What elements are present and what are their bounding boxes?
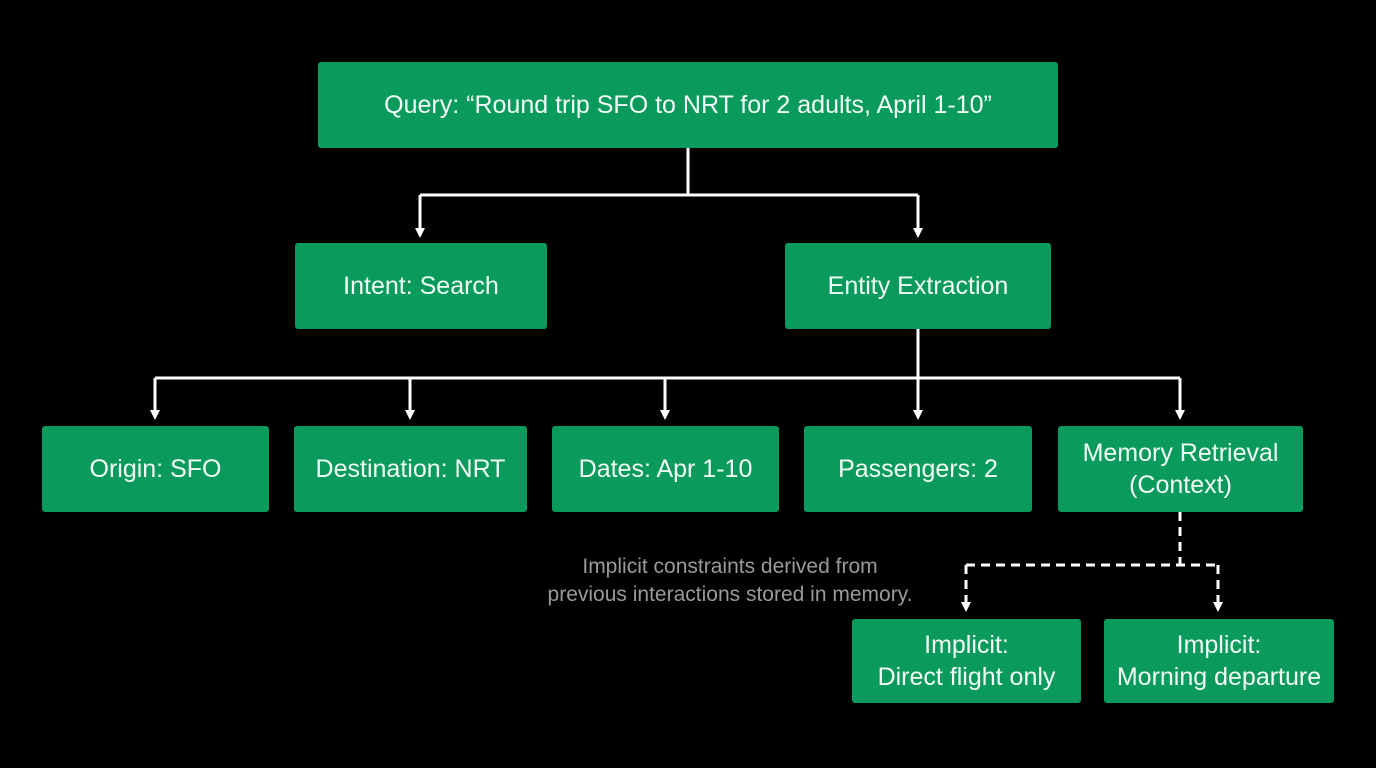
- memory-retrieval-node: Memory Retrieval (Context): [1058, 426, 1303, 512]
- intent-label: Intent: Search: [343, 272, 499, 300]
- origin-label: Origin: SFO: [89, 455, 222, 483]
- entity-extraction-node: Entity Extraction: [785, 243, 1051, 329]
- memory-label-line2: (Context): [1129, 471, 1232, 499]
- query-label: Query: “Round trip SFO to NRT for 2 adul…: [384, 91, 992, 119]
- entity-extraction-label: Entity Extraction: [827, 272, 1009, 300]
- implicit-morning-line1: Implicit:: [1176, 631, 1262, 659]
- destination-label: Destination: NRT: [315, 455, 506, 483]
- implicit-direct-line2: Direct flight only: [877, 663, 1056, 691]
- annotation-line2: previous interactions stored in memory.: [547, 583, 913, 606]
- query-node: Query: “Round trip SFO to NRT for 2 adul…: [318, 62, 1058, 148]
- implicit-morning-departure-node: Implicit: Morning departure: [1104, 619, 1334, 703]
- implicit-morning-line2: Morning departure: [1116, 663, 1322, 691]
- origin-node: Origin: SFO: [42, 426, 269, 512]
- passengers-label: Passengers: 2: [838, 455, 998, 483]
- memory-label-line1: Memory Retrieval: [1082, 439, 1279, 467]
- annotation-line1: Implicit constraints derived from: [582, 555, 878, 578]
- implicit-direct-flight-node: Implicit: Direct flight only: [852, 619, 1081, 703]
- dates-label: Dates: Apr 1-10: [578, 455, 753, 483]
- destination-node: Destination: NRT: [294, 426, 527, 512]
- intent-node: Intent: Search: [295, 243, 547, 329]
- implicit-constraints-annotation: Implicit constraints derived from previo…: [500, 553, 960, 609]
- dates-node: Dates: Apr 1-10: [552, 426, 779, 512]
- implicit-direct-line1: Implicit:: [924, 631, 1009, 659]
- passengers-node: Passengers: 2: [804, 426, 1032, 512]
